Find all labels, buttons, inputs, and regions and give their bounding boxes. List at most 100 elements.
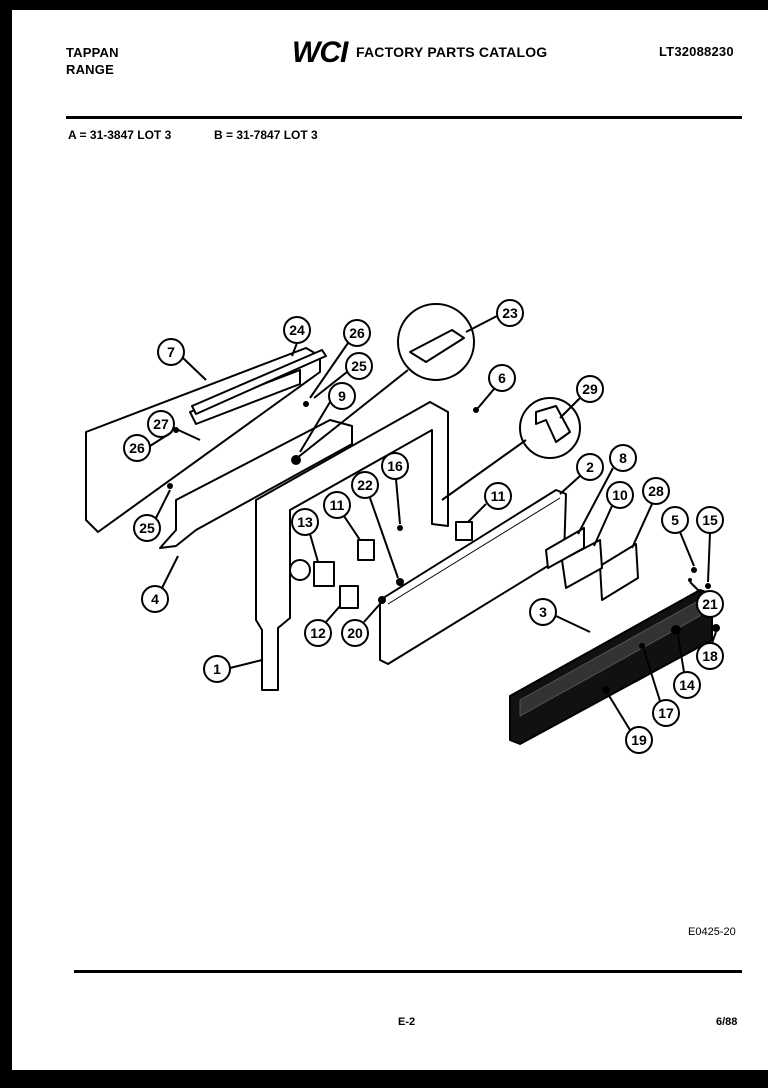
callout-number: 10 <box>612 487 628 503</box>
switch-11-right <box>455 521 473 541</box>
callout-number: 6 <box>498 370 506 386</box>
scan-border-bottom <box>0 1070 768 1088</box>
screw-15 <box>705 583 711 589</box>
screw-16 <box>397 525 403 531</box>
callout-11-right: 11 <box>467 482 512 523</box>
callout-number: 12 <box>310 625 326 641</box>
product-type: RANGE <box>66 62 114 77</box>
page-number: E-2 <box>398 1016 416 1028</box>
brand-block: TAPPAN RANGE <box>66 44 119 78</box>
callout-number: 4 <box>151 591 159 607</box>
callout-7: 7 <box>157 338 207 381</box>
knob-ring <box>289 559 311 581</box>
callout-5: 5 <box>661 506 695 567</box>
drawing-code: E0425-20 <box>688 926 736 938</box>
callout-number: 2 <box>586 459 594 475</box>
callout-9: 9 <box>299 382 356 453</box>
callout-3: 3 <box>529 598 591 633</box>
detail-circle-29 <box>519 397 581 459</box>
callout-number: 13 <box>297 514 313 530</box>
callout-number: 28 <box>648 483 664 499</box>
knob-14 <box>671 625 681 635</box>
callout-number: 7 <box>167 344 175 360</box>
callout-number: 21 <box>702 596 718 612</box>
backguard-frame <box>255 401 449 691</box>
callout-number: 18 <box>702 648 718 664</box>
callout-number: 24 <box>289 322 305 338</box>
detail-leader-23 <box>291 369 409 463</box>
callout-27: 27 <box>147 410 201 441</box>
callout-19: 19 <box>607 693 653 754</box>
header-rule <box>66 116 742 119</box>
callout-26-left: 26 <box>123 431 173 462</box>
scan-border-top <box>0 0 768 10</box>
screw-18 <box>712 624 720 632</box>
switch-11-left <box>357 539 375 561</box>
detail-leader-29 <box>441 439 527 501</box>
callout-number: 27 <box>153 416 169 432</box>
callout-number: 5 <box>671 512 679 528</box>
callout-25-top: 25 <box>313 352 373 399</box>
callout-number: 26 <box>129 440 145 456</box>
callout-20: 20 <box>341 603 381 647</box>
detail-circle-23 <box>397 303 475 381</box>
bracket <box>545 527 585 569</box>
callout-13: 13 <box>291 508 319 563</box>
footer-rule <box>74 970 742 973</box>
callout-23: 23 <box>465 299 524 333</box>
hinge-bracket <box>409 329 465 363</box>
callout-number: 25 <box>139 520 155 536</box>
trim-strip <box>191 349 327 415</box>
callout-15: 15 <box>696 506 724 583</box>
spring-21 <box>688 578 692 582</box>
callout-number: 22 <box>357 477 373 493</box>
model-b: B = 31-7847 LOT 3 <box>214 128 318 142</box>
callout-number: 15 <box>702 512 718 528</box>
callout-number: 14 <box>679 677 695 693</box>
callout-number: 3 <box>539 604 547 620</box>
callout-number: 26 <box>349 325 365 341</box>
callout-number: 1 <box>213 661 221 677</box>
screw-20 <box>378 596 386 604</box>
callout-6: 6 <box>477 364 516 409</box>
callout-21: 21 <box>689 581 724 618</box>
callout-28: 28 <box>631 477 670 549</box>
revision-date: 6/88 <box>716 1016 738 1028</box>
callout-number: 11 <box>491 488 506 504</box>
catalog-title: FACTORY PARTS CATALOG <box>356 44 548 60</box>
callout-26-top: 26 <box>309 319 371 399</box>
callout-12: 12 <box>304 605 341 647</box>
clip <box>535 405 571 443</box>
clip-26-top <box>303 401 309 407</box>
callout-22: 22 <box>351 471 399 579</box>
callout-number: 8 <box>619 450 627 466</box>
callout-18: 18 <box>696 631 724 670</box>
callout-14: 14 <box>673 635 701 699</box>
callout-number: 23 <box>502 305 518 321</box>
callout-10: 10 <box>593 481 634 547</box>
callout-2: 2 <box>559 453 604 495</box>
catalog-number: LT32088230 <box>659 44 734 59</box>
brand-name: TAPPAN <box>66 45 119 60</box>
model-a: A = 31-3847 LOT 3 <box>68 128 172 142</box>
clip-25-left <box>167 483 173 489</box>
callout-25-left: 25 <box>133 489 171 542</box>
callout-16: 16 <box>381 452 409 525</box>
scan-border-left <box>0 0 12 1088</box>
callout-number: 20 <box>347 625 363 641</box>
bracket-9 <box>291 455 301 465</box>
screw-5 <box>691 567 697 573</box>
callout-number: 29 <box>582 381 598 397</box>
callout-number: 17 <box>658 705 674 721</box>
wci-logo: WCI <box>292 36 348 69</box>
switch-13 <box>313 561 335 587</box>
callout-number: 11 <box>330 497 345 513</box>
clock-plate <box>599 543 639 601</box>
callout-number: 16 <box>387 458 403 474</box>
screw-22 <box>396 578 404 586</box>
callout-11-left: 11 <box>323 491 361 541</box>
callout-17: 17 <box>643 649 680 727</box>
callout-number: 19 <box>631 732 647 748</box>
screw-6 <box>473 407 479 413</box>
